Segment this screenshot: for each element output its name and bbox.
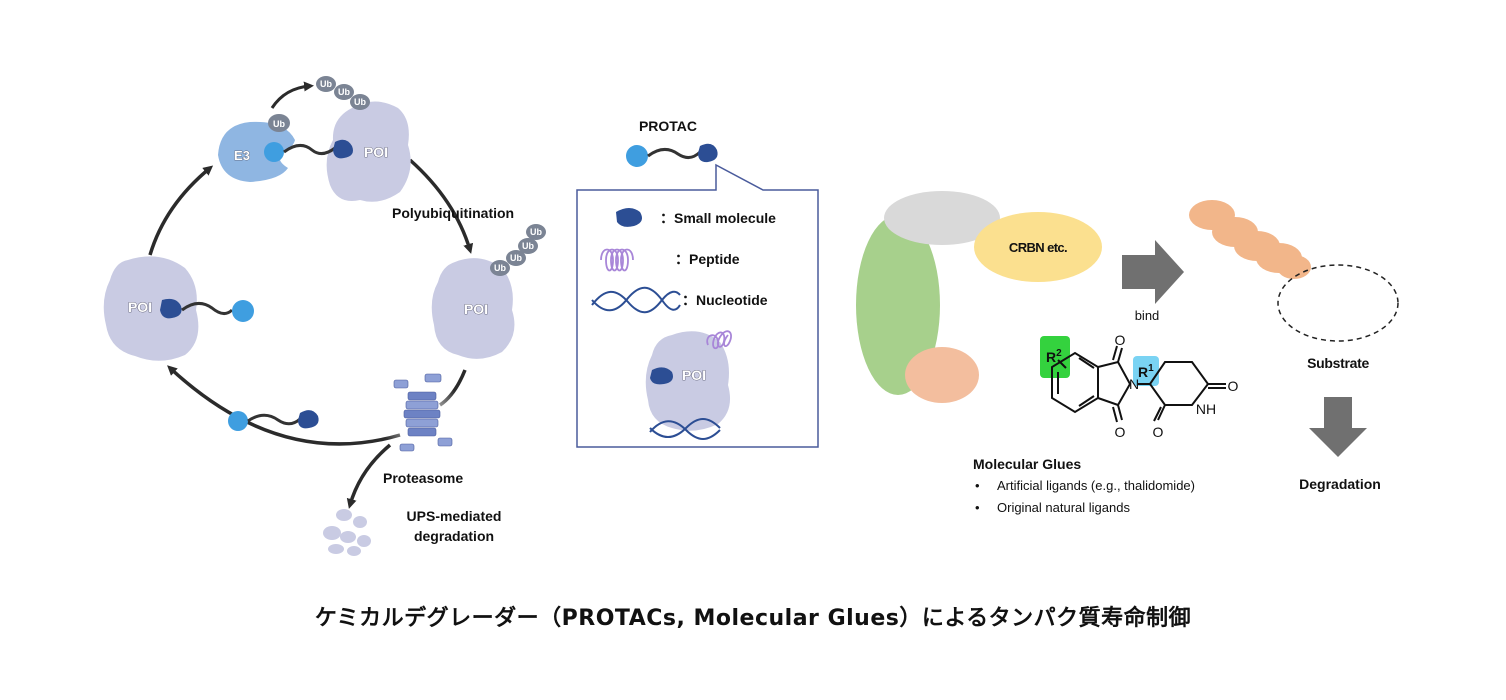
cycle-arrows [148,81,474,509]
arrow-ub-transfer [270,81,314,109]
protein-blob-icon [326,101,411,202]
ubiquitin-icon [268,114,290,132]
peptide-helix-icon [706,330,732,350]
ub-label: Ub [273,119,285,129]
arrow-poi-to-e3 [148,165,214,256]
protac-linker [247,413,302,426]
degradation-arrow [1309,397,1367,457]
ub-label: Ub [494,263,506,273]
bullet-artificial-ligands: Artificial ligands (e.g., thalidomide) [997,478,1195,493]
protac-linker [181,302,234,315]
polyubiquitination-label: Polyubiquitination [392,205,514,221]
protac-linker [647,148,702,159]
ubiquitin-icon [506,250,526,266]
ub-label: Ub [510,253,522,263]
ubiquitin-icon [316,76,336,92]
e3-label: E3 [234,148,250,163]
glue-chemical-structure: R2 R1 O O N O NH O [1040,332,1239,440]
r2-label: R2 [1046,348,1062,365]
protac-linker [283,144,336,155]
bullet-dot: • [975,478,980,493]
degradation-fragments-icon [323,509,371,556]
ligand-icon [264,142,284,162]
protein-blob-icon [431,258,515,359]
left-poi-protac: POI [103,256,254,361]
ubiquitin-icon [518,238,538,254]
bullet-dot: • [975,500,980,515]
figure-caption: ケミカルデグレーダー（PROTACs, Molecular Glues）によるタ… [314,606,1192,631]
e3-poi-complex: E3 Ub POI Ub Ub Ub [218,76,411,202]
nitrogen: N [1129,376,1139,392]
poi-label: POI [682,367,706,383]
legend-small-molecule: ：Small molecule [660,210,776,226]
ligand-icon [298,410,319,429]
protac-title: PROTAC [639,118,697,134]
ub-label: Ub [354,97,366,107]
oxygen-top: O [1115,332,1126,348]
ligand-icon [228,411,248,431]
recycled-protac [228,410,319,431]
peptide-helix-icon [600,248,634,272]
ligand-icon [626,145,648,167]
ub-chain-right: Ub Ub Ub Ub [490,224,546,276]
bind-label: bind [1135,308,1160,323]
green-subunit [856,215,940,395]
oxygen-lower: O [1153,424,1164,440]
oxygen-right: O [1228,378,1239,394]
ub-label: Ub [320,79,332,89]
nh-label: NH [1196,401,1216,417]
bind-arrow [1122,240,1184,304]
proteasome-label: Proteasome [383,470,463,486]
ligand-icon [698,143,718,163]
e3-ligase [218,121,295,182]
poi-label: POI [128,299,152,315]
protein-blob-icon [103,256,199,361]
proteasome-icon [375,373,465,453]
callout-box [576,163,819,448]
crbn-receptor [974,212,1102,282]
substrate-outline [1277,264,1399,342]
ligand-icon [333,139,353,159]
crbn-label: CRBN etc. [1009,240,1067,255]
ligand-icon [160,298,182,319]
polyubiquitinated-poi: POI Ub Ub Ub Ub [431,224,546,359]
molecular-glue-panel: CRBN etc. bind Substrate Degradation [856,191,1399,515]
r1-highlight [1133,356,1159,386]
ups-label-line1: UPS-mediated [407,508,502,524]
ub-chain-top: Ub Ub Ub [316,76,370,110]
ups-label-line2: degradation [414,528,494,544]
substrate-label: Substrate [1307,355,1369,371]
gray-subunit [884,191,1000,245]
ligand-icon [232,300,254,322]
legend-nucleotide: ：Nucleotide [682,292,768,308]
ubiquitin-icon [526,224,546,240]
protac-panel: PROTAC ：Small molecule ：Peptide ：Nucleot… [576,118,819,448]
ligand-icon [616,208,642,227]
nucleotide-helix-icon [591,286,681,314]
ubiquitin-icon [350,94,370,110]
salmon-subunit [905,347,979,403]
ub-label: Ub [530,227,542,237]
legend-peptide: ：Peptide [675,251,740,267]
r2-highlight [1040,336,1070,378]
ubiquitin-icon [334,84,354,100]
ub-label: Ub [522,241,534,251]
arrow-recycle-protac [167,365,401,446]
arrow-to-fragments [346,443,392,509]
poi-label: POI [364,144,388,160]
oxygen-bottom: O [1115,424,1126,440]
substrate-chain [1189,200,1311,279]
arrow-polyubiquitination [408,158,474,254]
poi-label: POI [464,301,488,317]
ubiquitin-icon [490,260,510,276]
ligand-icon [650,367,673,385]
r1-label: R1 [1138,363,1154,380]
molecular-glues-title: Molecular Glues [973,456,1081,472]
protein-blob-icon [645,331,731,431]
bullet-natural-ligands: Original natural ligands [997,500,1130,515]
degradation-label: Degradation [1299,476,1381,492]
nucleotide-helix-icon [649,418,721,440]
ub-label: Ub [338,87,350,97]
